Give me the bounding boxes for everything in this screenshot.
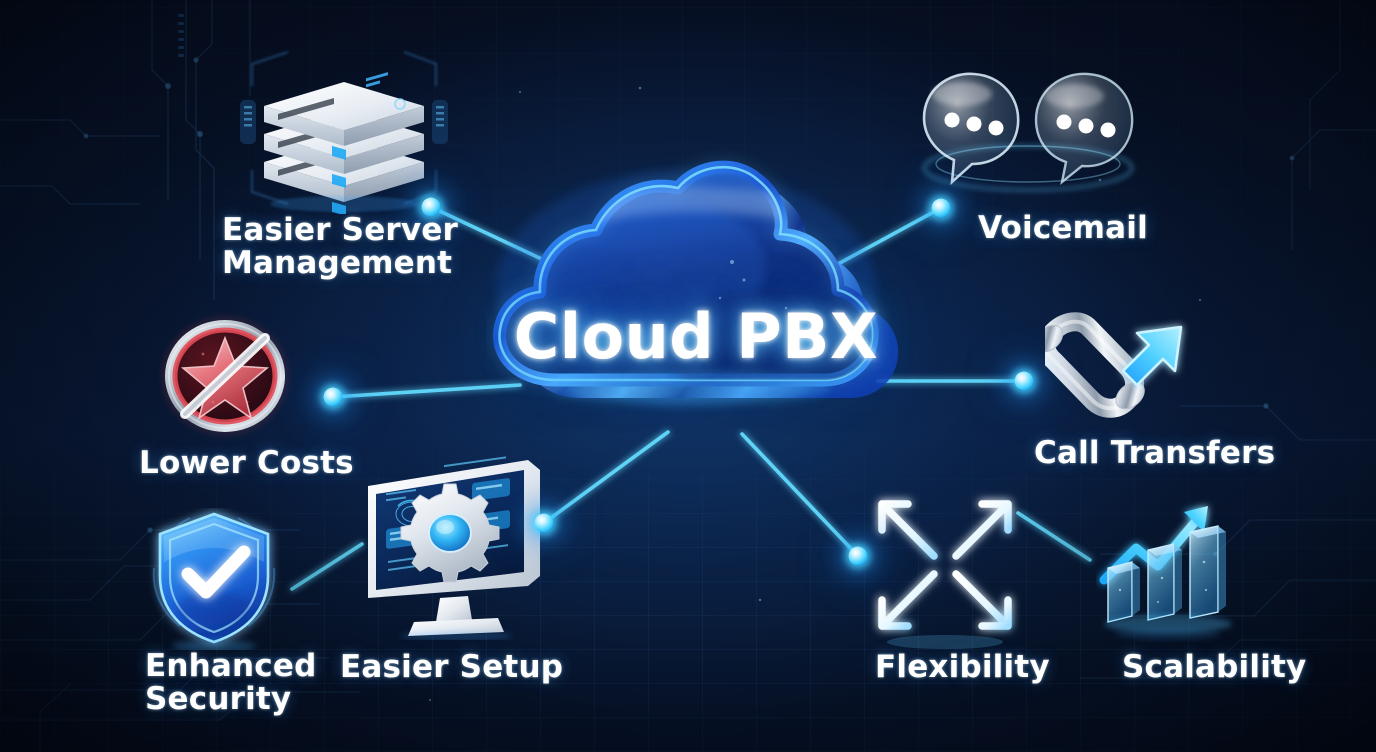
shield-check-icon [146,508,282,652]
node-dot-easier-setup[interactable] [534,513,554,533]
label-scalability: Scalability [1122,649,1307,685]
node-dot-voicemail[interactable] [931,198,951,218]
label-call-transfers: Call Transfers [1034,435,1276,471]
label-flexibility: Flexibility [875,649,1050,685]
node-dot-call-transfers[interactable] [1014,371,1034,391]
server-stack-icon [228,42,460,216]
label-easier-server-management: Easier Server Management [222,212,459,281]
cloud-icon: Cloud PBX [486,148,906,448]
four-arrows-icon [856,478,1034,650]
phone-transfer-icon [1033,285,1195,425]
label-easier-setup: Easier Setup [340,649,564,685]
no-cost-badge-icon [155,310,295,442]
speech-bubbles-icon [912,64,1142,202]
monitor-gear-icon [352,448,552,641]
label-lower-costs: Lower Costs [139,445,354,481]
node-dot-flexibility[interactable] [848,546,868,566]
label-voicemail: Voicemail [978,210,1148,246]
link-flexibility [740,432,860,558]
label-enhanced-security: Enhanced Security [145,648,317,717]
node-dot-lower-costs[interactable] [323,387,343,407]
growth-bars-icon [1096,492,1242,642]
